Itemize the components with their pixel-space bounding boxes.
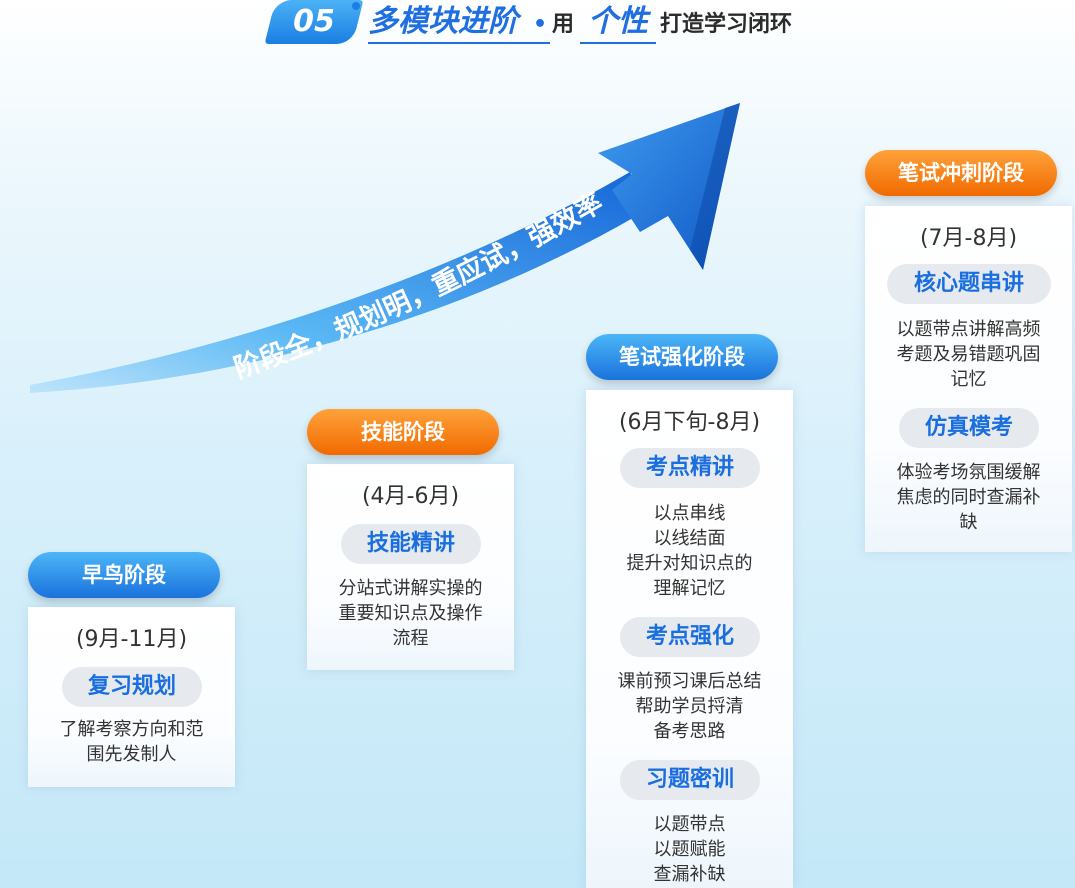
topic-badge: 复习规划 <box>62 667 202 707</box>
stage-period: (9月-11月) <box>75 627 188 652</box>
stage-card-written-sprint: (7月-8月) 核心题串讲 以题带点讲解高频 考题及易错题巩固 记忆 仿真模考 … <box>865 206 1072 552</box>
topic-badge: 考点精讲 <box>620 448 760 488</box>
header-title-dot: • <box>533 12 548 37</box>
section-header: 05 多模块进阶 • 用 个性 打造学习闭环 <box>0 0 1075 60</box>
stage-period: (7月-8月) <box>919 226 1018 251</box>
arrow-body <box>30 172 650 393</box>
topic-description: 分站式讲解实操的 重要知识点及操作 流程 <box>338 578 483 649</box>
topic-description: 以点串线 以线结面 提升对知识点的 理解记忆 <box>626 503 753 599</box>
header-title-part2: 用 <box>552 12 575 37</box>
topic-description: 课前预习课后总结 帮助学员捋清 备考思路 <box>617 671 762 742</box>
stage-card-early-bird: (9月-11月) 复习规划 了解考察方向和范 围先发制人 <box>28 607 235 787</box>
topic-description: 了解考察方向和范 围先发制人 <box>59 719 204 765</box>
topic-description: 以题带点讲解高频 考题及易错题巩固 记忆 <box>896 319 1041 390</box>
topic-badge: 技能精讲 <box>341 524 481 564</box>
topic-badge: 仿真模考 <box>899 408 1039 448</box>
stage-card-skills: (4月-6月) 技能精讲 分站式讲解实操的 重要知识点及操作 流程 <box>307 464 514 670</box>
stage-title-skills: 技能阶段 <box>307 409 499 455</box>
stage-period: (6月下旬-8月) <box>618 410 761 435</box>
topic-badge: 核心题串讲 <box>887 264 1051 304</box>
stage-title-early-bird: 早鸟阶段 <box>28 552 220 598</box>
stage-title-written-intensive: 笔试强化阶段 <box>586 334 778 380</box>
header-title-part4: 打造学习闭环 <box>660 12 793 37</box>
section-number: 05 <box>293 4 335 39</box>
stage-title-written-sprint: 笔试冲刺阶段 <box>865 150 1057 196</box>
topic-description: 以题带点 以题赋能 查漏补缺 <box>653 814 726 885</box>
stage-card-written-intensive: (6月下旬-8月) 考点精讲 以点串线 以线结面 提升对知识点的 理解记忆 考点… <box>586 390 793 888</box>
topic-badge: 考点强化 <box>620 617 760 657</box>
badge-dot-icon <box>352 2 360 10</box>
header-title-part1: 多模块进阶 <box>368 2 550 44</box>
header-title-part3: 个性 <box>580 2 656 44</box>
stage-period: (4月-6月) <box>361 484 460 509</box>
topic-description: 体验考场氛围缓解 焦虑的同时查漏补 缺 <box>896 462 1041 533</box>
topic-badge: 习题密训 <box>620 760 760 800</box>
arrow-slogan: 阶段全，规划明，重应试，强效率 <box>230 186 608 384</box>
